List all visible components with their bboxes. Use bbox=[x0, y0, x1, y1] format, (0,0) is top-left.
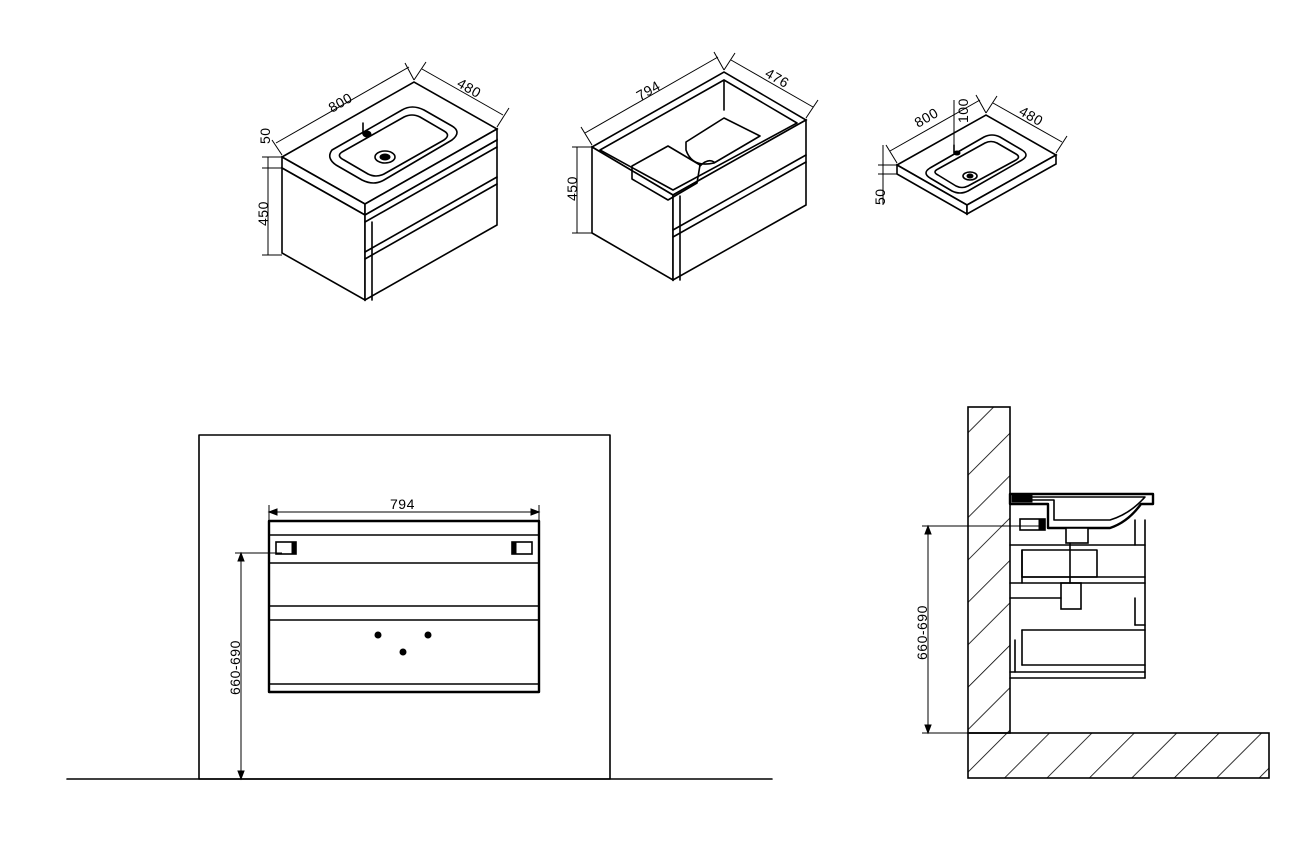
iso-full-height-label: 450 bbox=[255, 201, 271, 226]
front-mount-height-label: 660-690 bbox=[227, 640, 243, 695]
iso-cabinet bbox=[590, 71, 808, 282]
iso-cabinet-height-label: 450 bbox=[564, 176, 580, 201]
side-section-dimensions: 660-690 bbox=[914, 524, 1040, 735]
iso-full-depth-label: 480 bbox=[455, 75, 485, 101]
front-elevation bbox=[66, 434, 773, 780]
iso-basin-thickness-label: 50 bbox=[872, 188, 888, 205]
iso-full-vanity bbox=[280, 81, 499, 302]
iso-cabinet-depth-label: 476 bbox=[763, 65, 793, 91]
iso-basin-width-label: 800 bbox=[912, 104, 942, 130]
iso-cabinet-dimensions: 794 476 450 bbox=[564, 51, 819, 234]
iso-cabinet-width-label: 794 bbox=[634, 77, 664, 103]
side-section bbox=[967, 406, 1270, 779]
front-elevation-dimensions: 794 660-690 bbox=[227, 496, 541, 781]
iso-basin-depth-label: 480 bbox=[1017, 103, 1047, 129]
front-width-label: 794 bbox=[390, 496, 415, 512]
iso-basin-rim-label: 100 bbox=[955, 98, 971, 123]
iso-basin bbox=[895, 114, 1058, 216]
iso-full-top-thickness-label: 50 bbox=[257, 127, 273, 144]
side-mount-height-label: 660-690 bbox=[914, 605, 930, 660]
